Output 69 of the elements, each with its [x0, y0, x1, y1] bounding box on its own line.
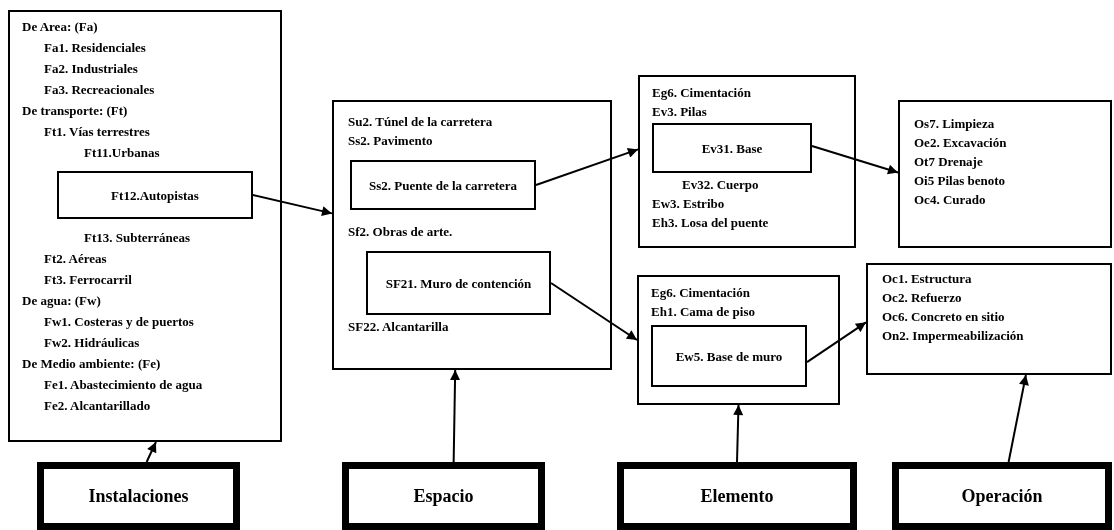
node-label: Ev31. Base — [701, 139, 763, 158]
highlight-box — [57, 171, 253, 219]
highlight-box — [350, 160, 536, 210]
list-item: Oe2. Excavación — [914, 134, 1008, 152]
node-label: Instalaciones — [88, 485, 189, 507]
arrow — [550, 282, 638, 341]
category-box — [617, 462, 857, 530]
group-box — [8, 10, 282, 442]
node-label: Espacio — [413, 485, 474, 507]
list-item: Fa3. Recreacionales — [43, 81, 156, 99]
list-item: Oc1. Estructura — [882, 270, 973, 288]
list-item: Ft13. Subterráneas — [83, 229, 192, 247]
list-item: Eh1. Cama de piso — [651, 303, 757, 321]
list-item: Fa2. Industriales — [43, 60, 139, 78]
list-item: SF22. Alcantarilla — [348, 318, 450, 336]
group-box — [898, 100, 1112, 248]
list-item: Fw1. Costeras y de puertos — [43, 313, 195, 331]
list-item: Oc6. Concreto en sitio — [882, 308, 1006, 326]
list-item: Fw2. Hidráulicas — [43, 334, 141, 352]
node-label: Operación — [961, 485, 1043, 507]
list-item: On2. Impermeabilización — [882, 327, 1025, 345]
group-box — [332, 100, 612, 370]
list-item: Fe1. Abastecimiento de agua — [43, 376, 204, 394]
group-box — [638, 75, 856, 248]
node-label: Ss2. Puente de la carretera — [368, 176, 518, 195]
arrow — [252, 194, 333, 216]
category-box — [342, 462, 545, 530]
node-label: SF21. Muro de contención — [385, 274, 532, 293]
arrow — [811, 145, 899, 175]
arrow — [450, 369, 461, 463]
list-item: De Medio ambiente: (Fe) — [22, 355, 162, 373]
node-label: Ew5. Base de muro — [675, 347, 783, 366]
arrow — [806, 321, 867, 364]
list-item: Fe2. Alcantarillado — [43, 397, 152, 415]
list-item: Ft2. Aéreas — [43, 250, 108, 268]
arrow — [1007, 374, 1029, 463]
list-item: Ot7 Drenaje — [914, 153, 984, 171]
highlight-box — [366, 251, 551, 315]
list-item: Eg6. Cimentación — [651, 284, 751, 302]
list-item: Ft1. Vías terrestres — [43, 123, 151, 141]
list-item: Ss2. Pavimento — [348, 132, 434, 150]
node-label: Ft12.Autopistas — [111, 186, 199, 205]
list-item: Ev3. Pilas — [652, 103, 708, 121]
arrow — [733, 404, 744, 463]
list-item: Os7. Limpieza — [914, 115, 996, 133]
highlight-box — [652, 123, 812, 173]
arrow — [535, 147, 639, 186]
arrow — [145, 441, 157, 463]
node-label: Elemento — [700, 485, 774, 507]
list-item: Oi5 Pilas benoto — [914, 172, 1006, 190]
list-item: Ft11.Urbanas — [83, 144, 161, 162]
list-item: Oc4. Curado — [914, 191, 987, 209]
list-item: Eh3. Losa del puente — [652, 214, 770, 232]
category-box — [37, 462, 240, 530]
group-box — [866, 263, 1112, 375]
list-item: Ev32. Cuerpo — [681, 176, 760, 194]
list-item: Ft3. Ferrocarril — [43, 271, 133, 289]
highlight-box — [651, 325, 807, 387]
list-item: Su2. Túnel de la carretera — [348, 113, 494, 131]
list-item: De transporte: (Ft) — [22, 102, 129, 120]
list-item: Fa1. Residenciales — [43, 39, 147, 57]
list-item: Sf2. Obras de arte. — [348, 223, 454, 241]
category-box — [892, 462, 1112, 530]
list-item: Ew3. Estribo — [652, 195, 726, 213]
group-box — [637, 275, 840, 405]
list-item: Oc2. Refuerzo — [882, 289, 963, 307]
list-item: Eg6. Cimentación — [652, 84, 752, 102]
list-item: De Area: (Fa) — [22, 18, 99, 36]
list-item: De agua: (Fw) — [22, 292, 102, 310]
